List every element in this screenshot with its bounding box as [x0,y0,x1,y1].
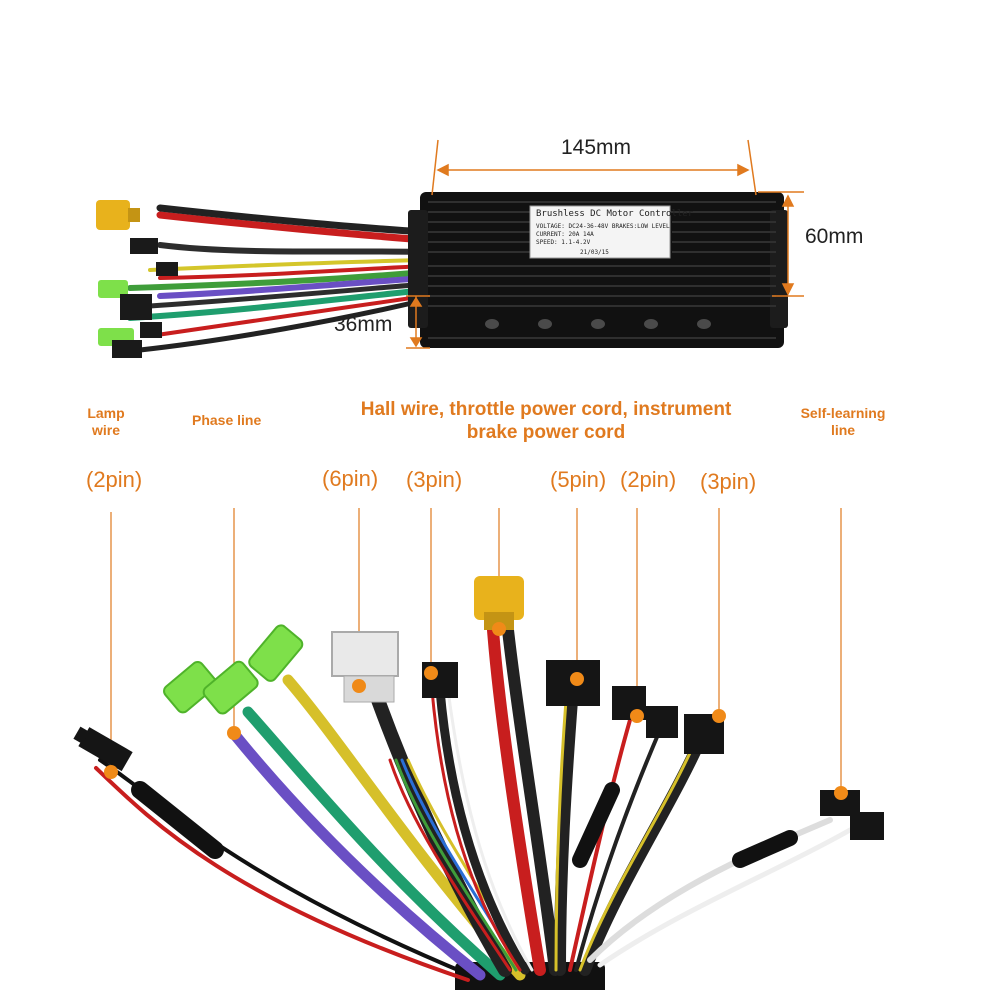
controller-body [408,192,788,348]
wire-harness [94,624,853,982]
self-learning-label: Self-learning line [800,405,886,438]
controller-label-line3: SPEED: 1.1-4.2V [536,239,591,246]
phase-line-label: Phase line [192,412,262,428]
controller-wire-bundle [127,204,429,353]
marker-dots [104,622,848,800]
brake-2pin-count: (2pin) [620,467,677,492]
controller-label-line1: VOLTAGE: DC24-36-48V BRAKES:LOW LEVEL [536,223,670,230]
hall-wire-label: Hall wire, throttle power cord, instrume… [360,399,732,443]
hall-pin-count: (6pin) [322,466,379,491]
lamp-pin-count: (2pin) [86,467,143,492]
wire-connectors [73,576,884,840]
controller-label-line2: CURRENT: 20A 14A [536,231,594,238]
width-dimension: 60mm [805,225,864,248]
controller-label-title: Brushless DC Motor Controller [536,209,694,219]
controller-connectors [96,200,178,358]
dimension-lines [406,139,804,349]
length-dimension: 145mm [561,136,632,159]
leader-lines [110,508,842,790]
lamp-wire-label: Lamp wire [87,405,125,438]
controller-label-date: 21/03/15 [580,249,609,256]
height-dimension: 36mm [334,313,393,336]
throttle-pin-count: (3pin) [406,467,463,492]
instrument-pin-count: (5pin) [550,467,607,492]
brake-3pin-count: (3pin) [700,469,757,494]
